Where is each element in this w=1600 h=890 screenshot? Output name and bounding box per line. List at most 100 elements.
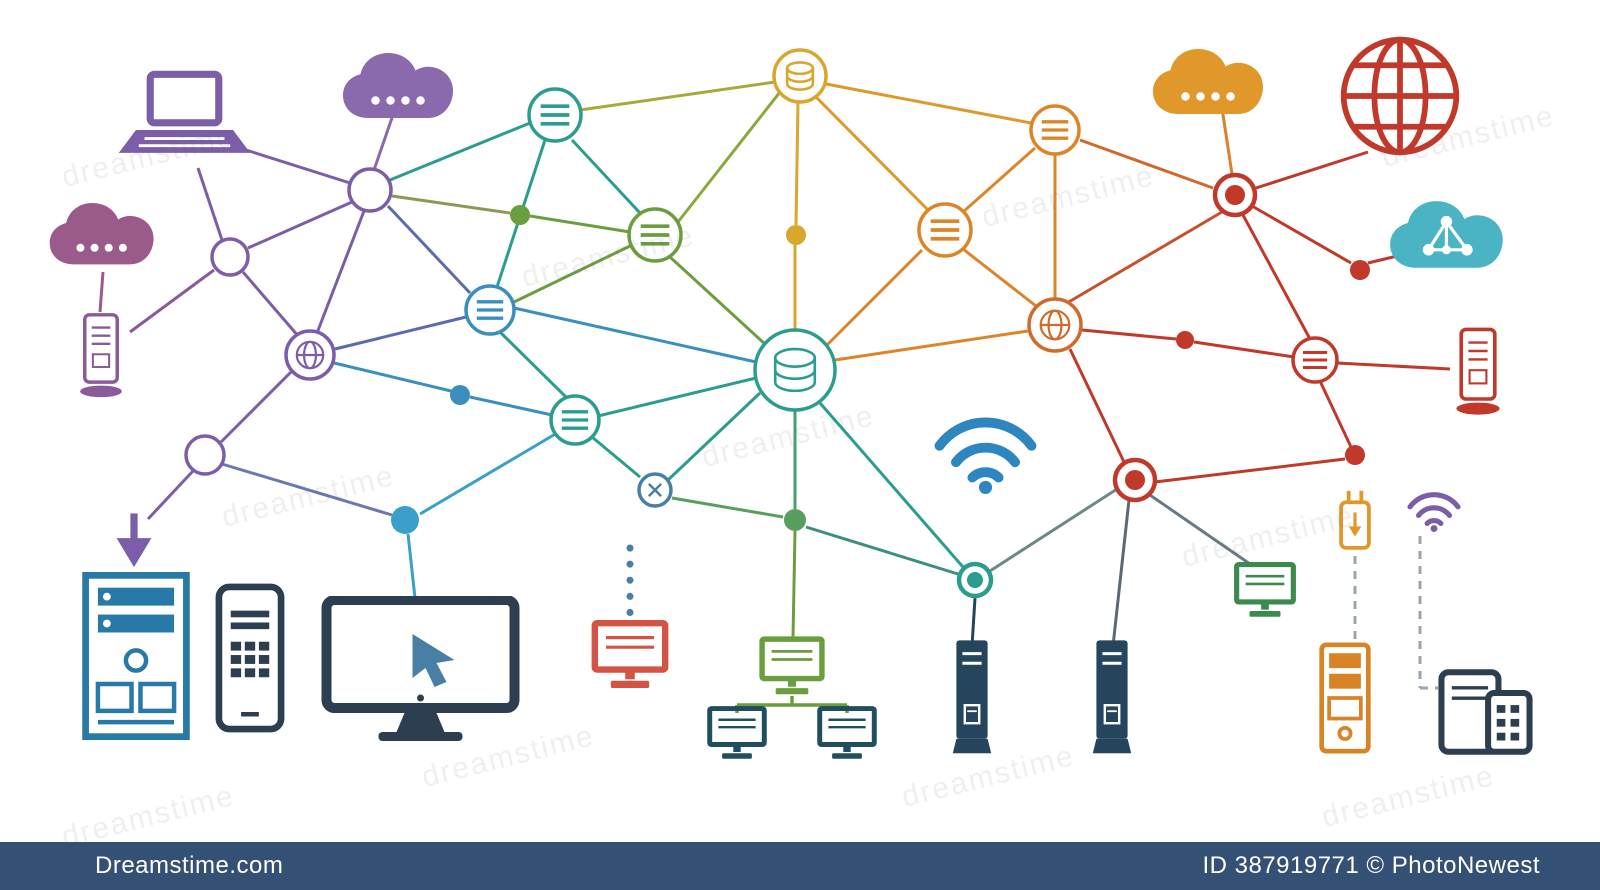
network-edge [146,469,195,521]
network-node-orange-globe [1027,297,1083,353]
network-nodes [184,48,1370,599]
network-edge [1220,107,1234,175]
tower-server-1-icon [951,638,993,755]
network-edge [666,391,762,482]
network-edge [671,496,784,519]
network-edge [1154,457,1346,484]
network-edge [794,100,800,226]
cloud-purple-top-icon [343,53,453,118]
network-node-purple-2 [210,237,250,277]
network-edge [1081,328,1177,341]
arrow-down-icon [117,513,152,567]
network-edge [513,306,757,364]
network-edge [1079,138,1214,190]
network-node-teal-top [527,87,583,143]
network-edge [1336,361,1451,371]
network-node-red-2 [1291,336,1339,384]
network-edge [219,370,293,444]
monitor-red-icon [595,623,665,688]
network-edge [221,462,393,517]
network-edge [1241,214,1312,340]
network-node-teal-1 [549,394,601,446]
network-edge [419,431,558,516]
network-edge [241,271,301,338]
network-edge [245,148,351,185]
server-orange-icon [1322,645,1369,751]
network-edge [1251,204,1352,265]
network-node-blue-dot-2 [391,506,419,534]
network-node-orange-2 [917,202,973,258]
network-edge [814,95,932,214]
network-node-purple-globe [284,329,336,381]
network-node-purple-1 [347,167,393,213]
network-node-green-dot-1 [510,205,530,225]
dreamstime-watermark: Dreamstime.com [95,852,284,879]
network-node-center-db [753,328,837,412]
network-edge [196,167,224,241]
network-node-red-donut [1112,457,1158,503]
network-edge [570,138,642,215]
tower-server-2-icon [1091,638,1133,755]
network-node-yellow-dot [786,225,806,245]
network-edge [805,525,959,576]
network-edge [372,111,396,171]
network-edge [129,268,215,334]
network-node-green-dot-2 [784,509,806,531]
network-edge [391,194,511,215]
network-edge [1193,340,1295,359]
network-node-teal-dot [956,561,994,599]
laptop-icon [119,74,250,153]
monitor-green-icon [762,639,822,694]
image-credit: ID 387919771 © PhotoNewest [1202,852,1540,879]
cloud-orange-icon [1153,49,1263,114]
network-edge [469,395,553,417]
network-edge [406,533,417,599]
network-node-red-dot-1 [1350,260,1370,280]
network-node-red-top [1212,172,1258,218]
network-edge [962,146,1036,214]
network-edge [247,200,353,250]
network-edge [315,210,366,334]
globe-icon [1344,40,1457,153]
monitor-remote-icon [1237,565,1294,617]
network-edges [98,80,1451,713]
network-edge [597,376,757,418]
server-red-icon [1454,327,1502,417]
network-node-orange-1 [1029,104,1081,156]
monitor-child-right-icon [820,709,875,759]
network-edge [818,402,965,568]
network-edge [389,121,531,182]
cloud-purple-left-icon [49,202,154,265]
network-edge [1111,499,1131,647]
network-edge [1318,380,1353,448]
network-edge [791,530,797,639]
network-edge [834,329,1029,362]
network-edge [513,244,631,304]
network-node-blue-1 [464,284,516,336]
network-edge [824,248,924,348]
network-edge [1066,210,1223,305]
network-edge [970,597,977,647]
network-edge [591,435,641,479]
cloud-network-icon [1388,199,1505,270]
network-node-small-x [637,472,673,508]
network-edge [1146,491,1251,566]
network-edge [989,487,1118,573]
tablet-phone-icon [1441,672,1529,751]
network-node-red-dot-3 [1345,445,1365,465]
network-edge [676,91,782,223]
network-edge [962,247,1037,308]
network-edge [334,315,467,351]
network-edge [825,82,1032,125]
network-node-green-1 [627,207,683,263]
network-node-yellow-top [772,48,828,104]
charger-icon [1339,488,1371,550]
network-edge [98,271,105,313]
network-edge [529,214,631,234]
network-edge [668,255,768,347]
network-node-purple-3 [184,434,226,476]
monitor-child-left-icon [710,709,765,759]
network-edge [329,360,452,393]
network-edge [498,330,570,401]
